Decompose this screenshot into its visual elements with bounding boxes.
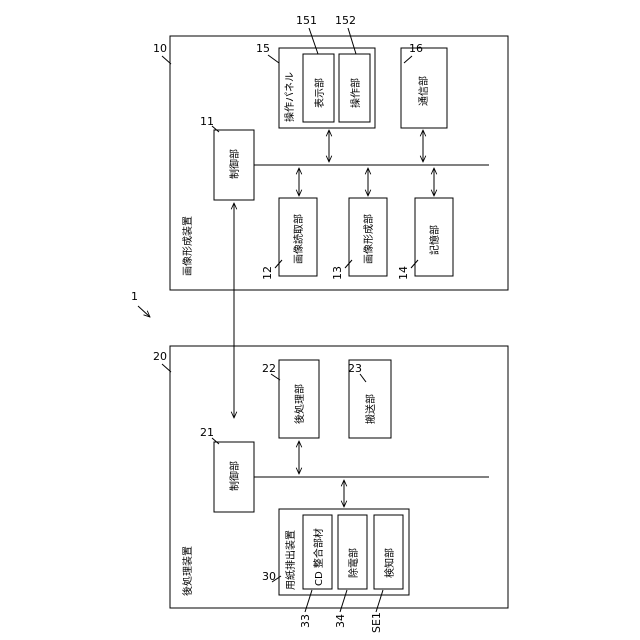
post-processing-apparatus: 20 後処理装置 制御部 21 後処理部 22 搬送部 23 用紙排出装置 30… — [153, 346, 508, 633]
system-ref-arrow — [138, 306, 150, 317]
cd-alignment-member-ref: 33 — [299, 614, 312, 628]
image-reading-unit-label: 画像読取部 — [292, 214, 305, 264]
storage-unit-ref: 14 — [397, 266, 410, 280]
communication-unit-ref: 16 — [409, 42, 423, 55]
static-eliminator-ref: 34 — [334, 614, 347, 628]
post-processing-apparatus-label: 後処理装置 — [181, 546, 194, 596]
image-forming-apparatus-ref: 10 — [153, 42, 167, 55]
image-forming-apparatus-label: 画像形成装置 — [181, 216, 194, 276]
cd-alignment-member-label: CD 整合部材 — [312, 528, 325, 586]
image-forming-apparatus: 10 画像形成装置 制御部 11 画像読取部 12 画像形成部 13 記憶部 1… — [153, 14, 508, 290]
operation-panel-ref: 15 — [256, 42, 270, 55]
operation-panel-label: 操作パネル — [283, 72, 296, 122]
leader-line — [268, 55, 279, 63]
detection-unit-label: 検知部 — [383, 548, 396, 578]
control-unit-ref: 11 — [200, 115, 214, 128]
operation-unit-label: 操作部 — [349, 78, 362, 108]
storage-unit-label: 記憶部 — [428, 225, 441, 255]
post-processing-unit-label: 後処理部 — [293, 384, 306, 424]
display-unit-label: 表示部 — [313, 78, 326, 108]
communication-unit-label: 通信部 — [417, 76, 430, 106]
sheet-discharge-device-label: 用紙排出装置 — [284, 530, 297, 590]
detection-unit-ref: SE1 — [370, 612, 383, 633]
display-unit-ref: 151 — [296, 14, 317, 27]
system-ref: 1 — [131, 290, 138, 303]
transport-unit-ref: 23 — [348, 362, 362, 375]
post-processing-apparatus-ref: 20 — [153, 350, 167, 363]
image-forming-unit-label: 画像形成部 — [362, 214, 375, 264]
static-eliminator-label: 除電部 — [347, 548, 360, 578]
image-reading-unit-ref: 12 — [261, 266, 274, 280]
post-processing-unit-ref: 22 — [262, 362, 276, 375]
control-unit-label: 制御部 — [228, 149, 241, 179]
post-control-unit-label: 制御部 — [228, 461, 241, 491]
operation-unit-ref: 152 — [335, 14, 356, 27]
image-forming-unit-ref: 13 — [331, 266, 344, 280]
post-control-unit-ref: 21 — [200, 426, 214, 439]
transport-unit-label: 搬送部 — [364, 394, 377, 424]
